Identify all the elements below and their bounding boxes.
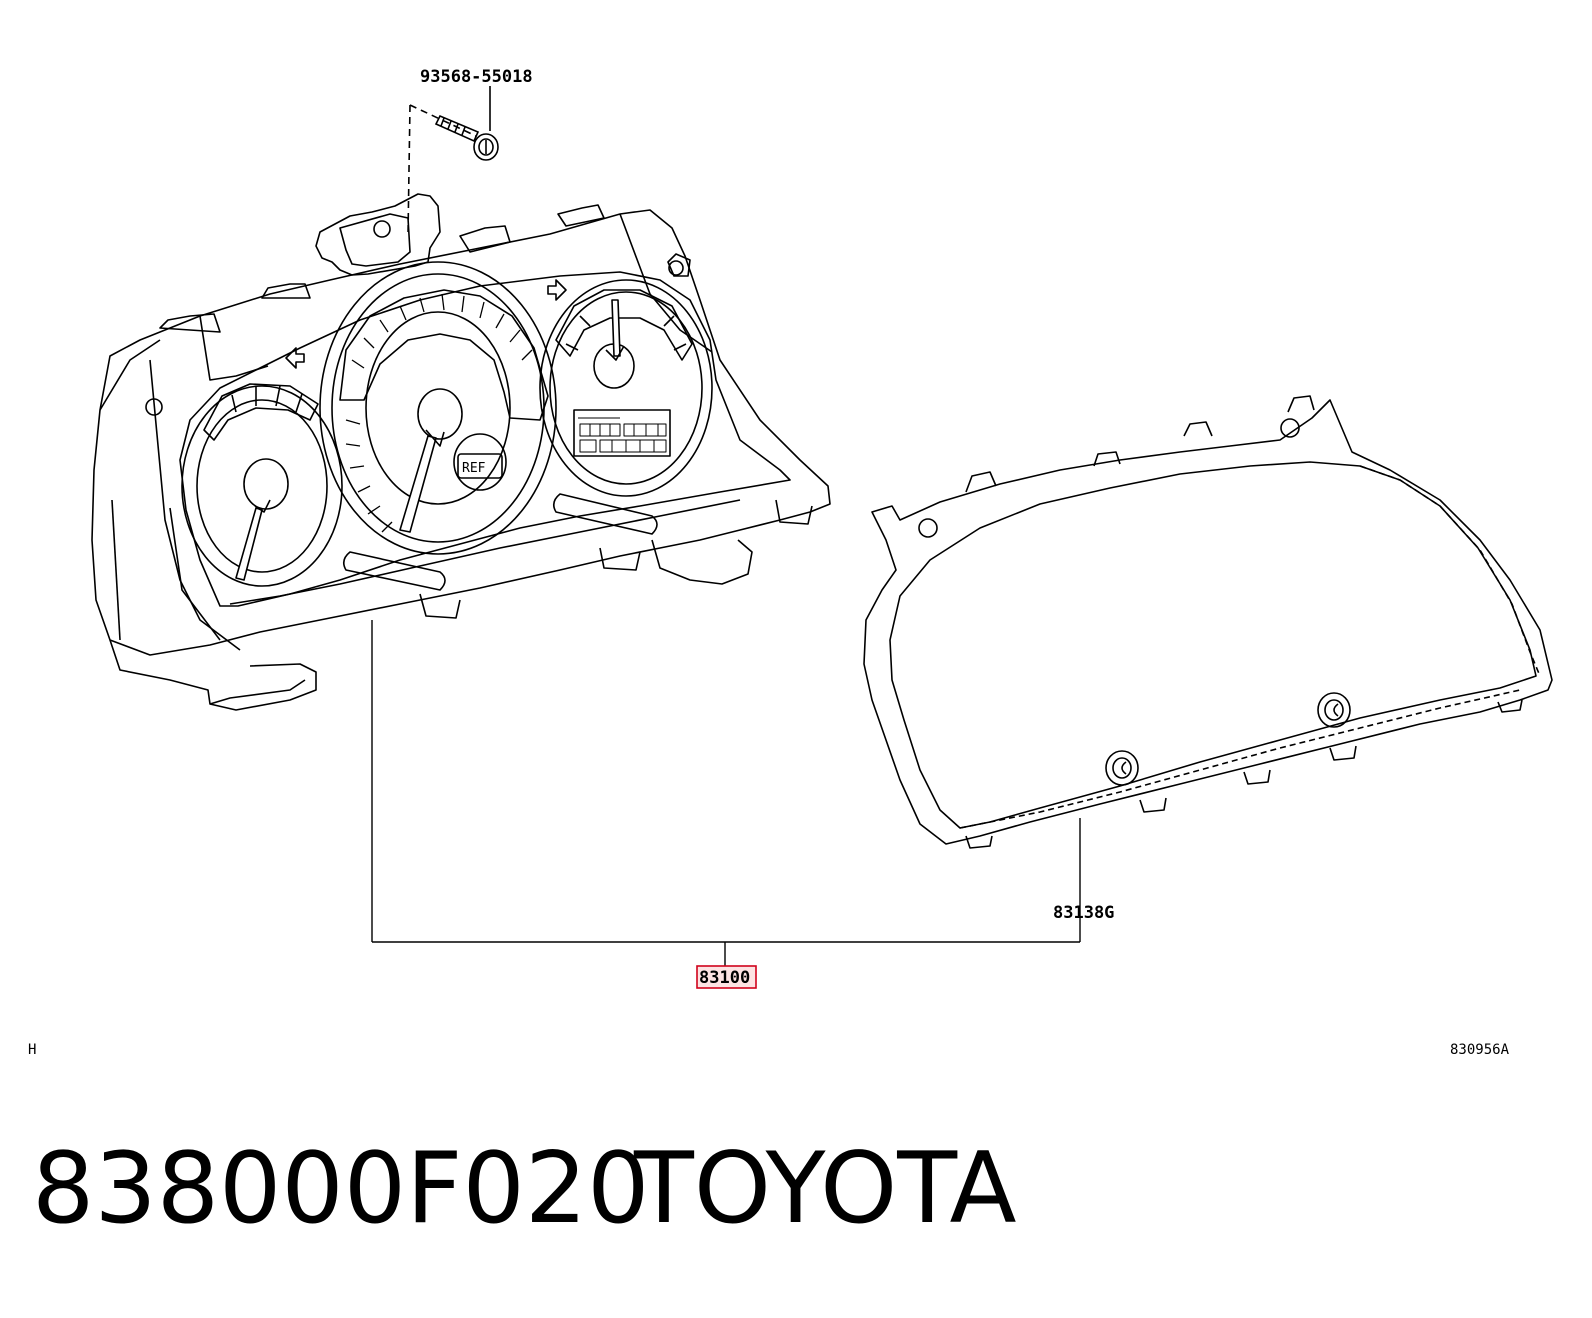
callout-meter-assembly[interactable]: 83100 — [699, 968, 750, 988]
screw-icon — [407, 86, 499, 236]
callout-lens: 83138G — [1053, 903, 1114, 923]
corner-code: H — [28, 1042, 36, 1058]
part-number-title: 838000F020 — [32, 1132, 650, 1246]
leader-lines — [371, 620, 1081, 966]
illustration-number: 830956A — [1450, 1042, 1510, 1058]
callout-highlight-box — [696, 965, 757, 989]
brand-title: TOYOTA — [633, 1132, 1017, 1246]
svg-text:REF: REF — [462, 461, 486, 476]
meter-glass-icon — [863, 395, 1553, 849]
combination-meter-icon: REF — [91, 193, 831, 711]
callout-screw: 93568-55018 — [420, 67, 533, 87]
